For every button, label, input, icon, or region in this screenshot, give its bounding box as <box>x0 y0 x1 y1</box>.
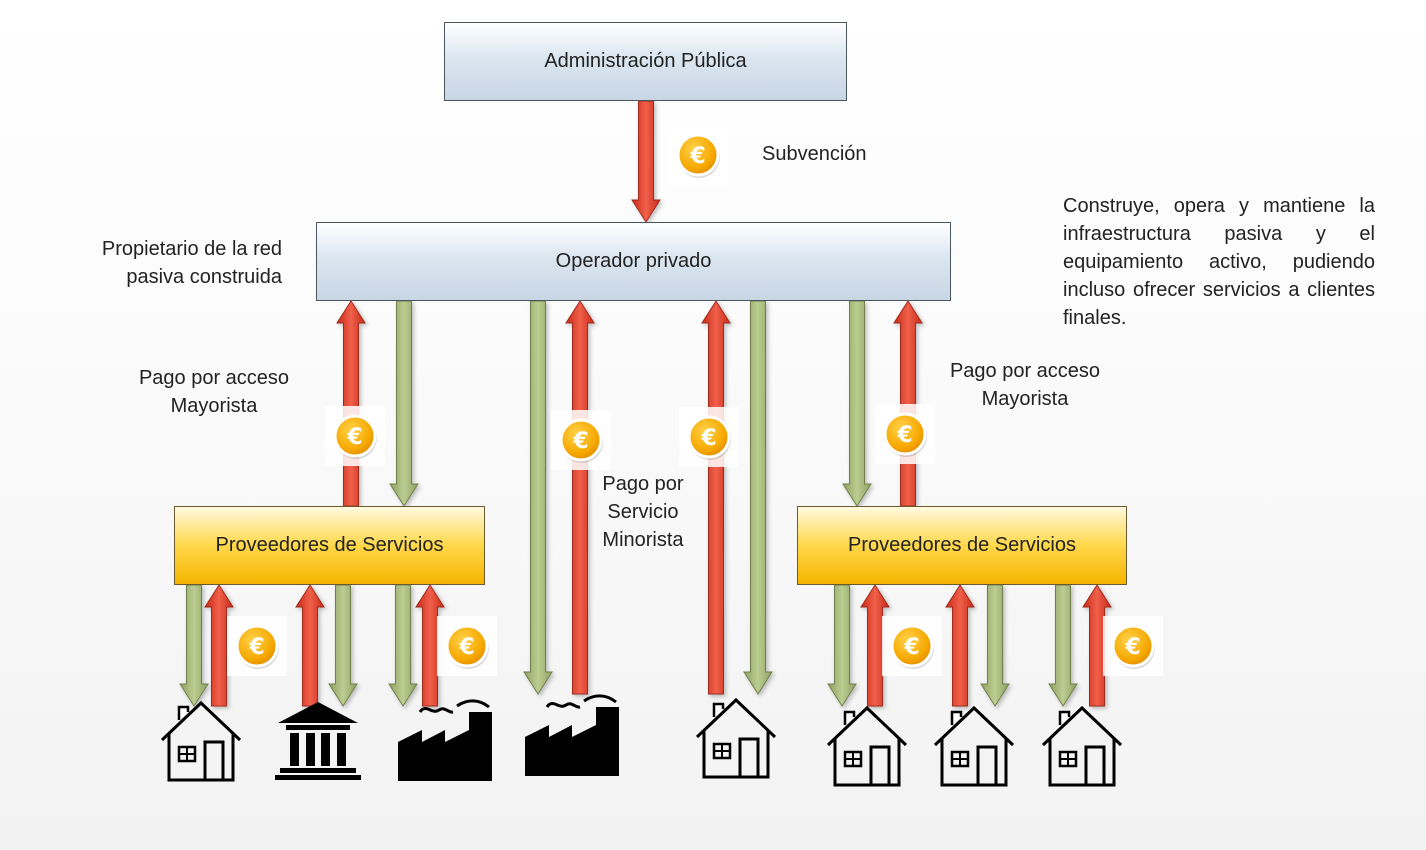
house-icon <box>1041 706 1123 787</box>
proveedores-left-box: Proveedores de Servicios <box>174 506 485 585</box>
house-icon <box>933 706 1015 787</box>
pago-minorista-line1: Pago por <box>602 473 684 495</box>
euro-coin-icon: € <box>325 406 385 466</box>
icons-group <box>160 694 1123 787</box>
payment-arrow-left-wholesale <box>336 300 366 507</box>
payment-arrow-retail-house <box>701 300 731 695</box>
service-arrow-retail-house <box>743 300 773 695</box>
euro-symbol: € <box>572 429 588 454</box>
euro-symbol: € <box>346 425 362 450</box>
pago-mayorista-left-line2: Mayorista <box>170 395 258 417</box>
administracion-publica-label: Administración Pública <box>544 50 747 72</box>
euro-coin-icon: € <box>875 404 935 464</box>
pago-mayorista-left-line1: Pago por acceso <box>138 367 290 389</box>
euro-symbol: € <box>1124 635 1140 660</box>
propietario-label: Propietario de la red pasiva construida <box>92 235 282 291</box>
house-icon <box>160 701 242 782</box>
service-arrow-retail-factory <box>523 300 553 695</box>
house-icon <box>695 698 777 779</box>
pago-minorista-line3: Minorista <box>602 529 684 551</box>
factory-icon <box>523 694 621 778</box>
service-arrow-left-3 <box>388 584 418 707</box>
pago-mayorista-right-line1: Pago por acceso <box>949 360 1101 382</box>
payment-arrow-right-2 <box>945 584 975 707</box>
service-arrow-left-2 <box>328 584 358 707</box>
service-arrow-right-1 <box>827 584 857 707</box>
subvencion-label: Subvención <box>762 143 867 165</box>
proveedores-right-box: Proveedores de Servicios <box>797 506 1127 585</box>
euro-symbol: € <box>248 635 264 660</box>
payment-arrow-left-1 <box>204 584 234 707</box>
euro-symbol: € <box>700 426 716 451</box>
proveedores-right-label: Proveedores de Servicios <box>848 534 1076 556</box>
operador-privado-label: Operador privado <box>555 250 712 272</box>
euro-coin-icon: € <box>551 410 611 470</box>
coins-group: € € € € € € € € € <box>227 125 1163 676</box>
payment-arrow-left-2 <box>295 584 325 707</box>
operador-privado-box: Operador privado <box>316 222 951 301</box>
pago-mayorista-right-label: Pago por acceso Mayorista <box>925 357 1125 413</box>
service-arrow-right-2 <box>980 584 1010 707</box>
euro-coin-icon: € <box>882 616 942 676</box>
construye-label: Construye, opera y mantiene la infraestr… <box>1063 195 1375 329</box>
euro-coin-icon: € <box>1103 616 1163 676</box>
propietario-line1: Propietario de la red <box>101 238 282 260</box>
euro-coin-icon: € <box>668 125 728 185</box>
euro-coin-icon: € <box>437 616 497 676</box>
euro-coin-icon: € <box>227 616 287 676</box>
house-icon <box>826 706 908 787</box>
administracion-publica-box: Administración Pública <box>444 22 847 101</box>
euro-symbol: € <box>458 635 474 660</box>
factory-icon <box>396 699 494 783</box>
euro-symbol: € <box>903 635 919 660</box>
euro-symbol: € <box>689 144 705 169</box>
pago-mayorista-right-line2: Mayorista <box>981 388 1069 410</box>
payment-arrow-retail-factory <box>565 300 595 695</box>
euro-symbol: € <box>896 423 912 448</box>
service-arrow-right-wholesale <box>842 300 872 507</box>
subvencion-arrow <box>631 100 661 223</box>
bank-icon <box>275 702 361 780</box>
pago-mayorista-left-label: Pago por acceso Mayorista <box>114 364 314 420</box>
euro-coin-icon: € <box>679 407 739 467</box>
service-arrow-right-3 <box>1048 584 1078 707</box>
payment-arrow-right-wholesale <box>893 300 923 507</box>
pago-minorista-line2: Servicio <box>607 501 679 523</box>
service-arrow-left-1 <box>179 584 209 707</box>
service-arrow-left-wholesale <box>389 300 419 507</box>
proveedores-left-label: Proveedores de Servicios <box>215 534 444 556</box>
propietario-line2: pasiva construida <box>126 266 282 288</box>
pago-minorista-label: Pago por Servicio Minorista <box>583 470 703 554</box>
